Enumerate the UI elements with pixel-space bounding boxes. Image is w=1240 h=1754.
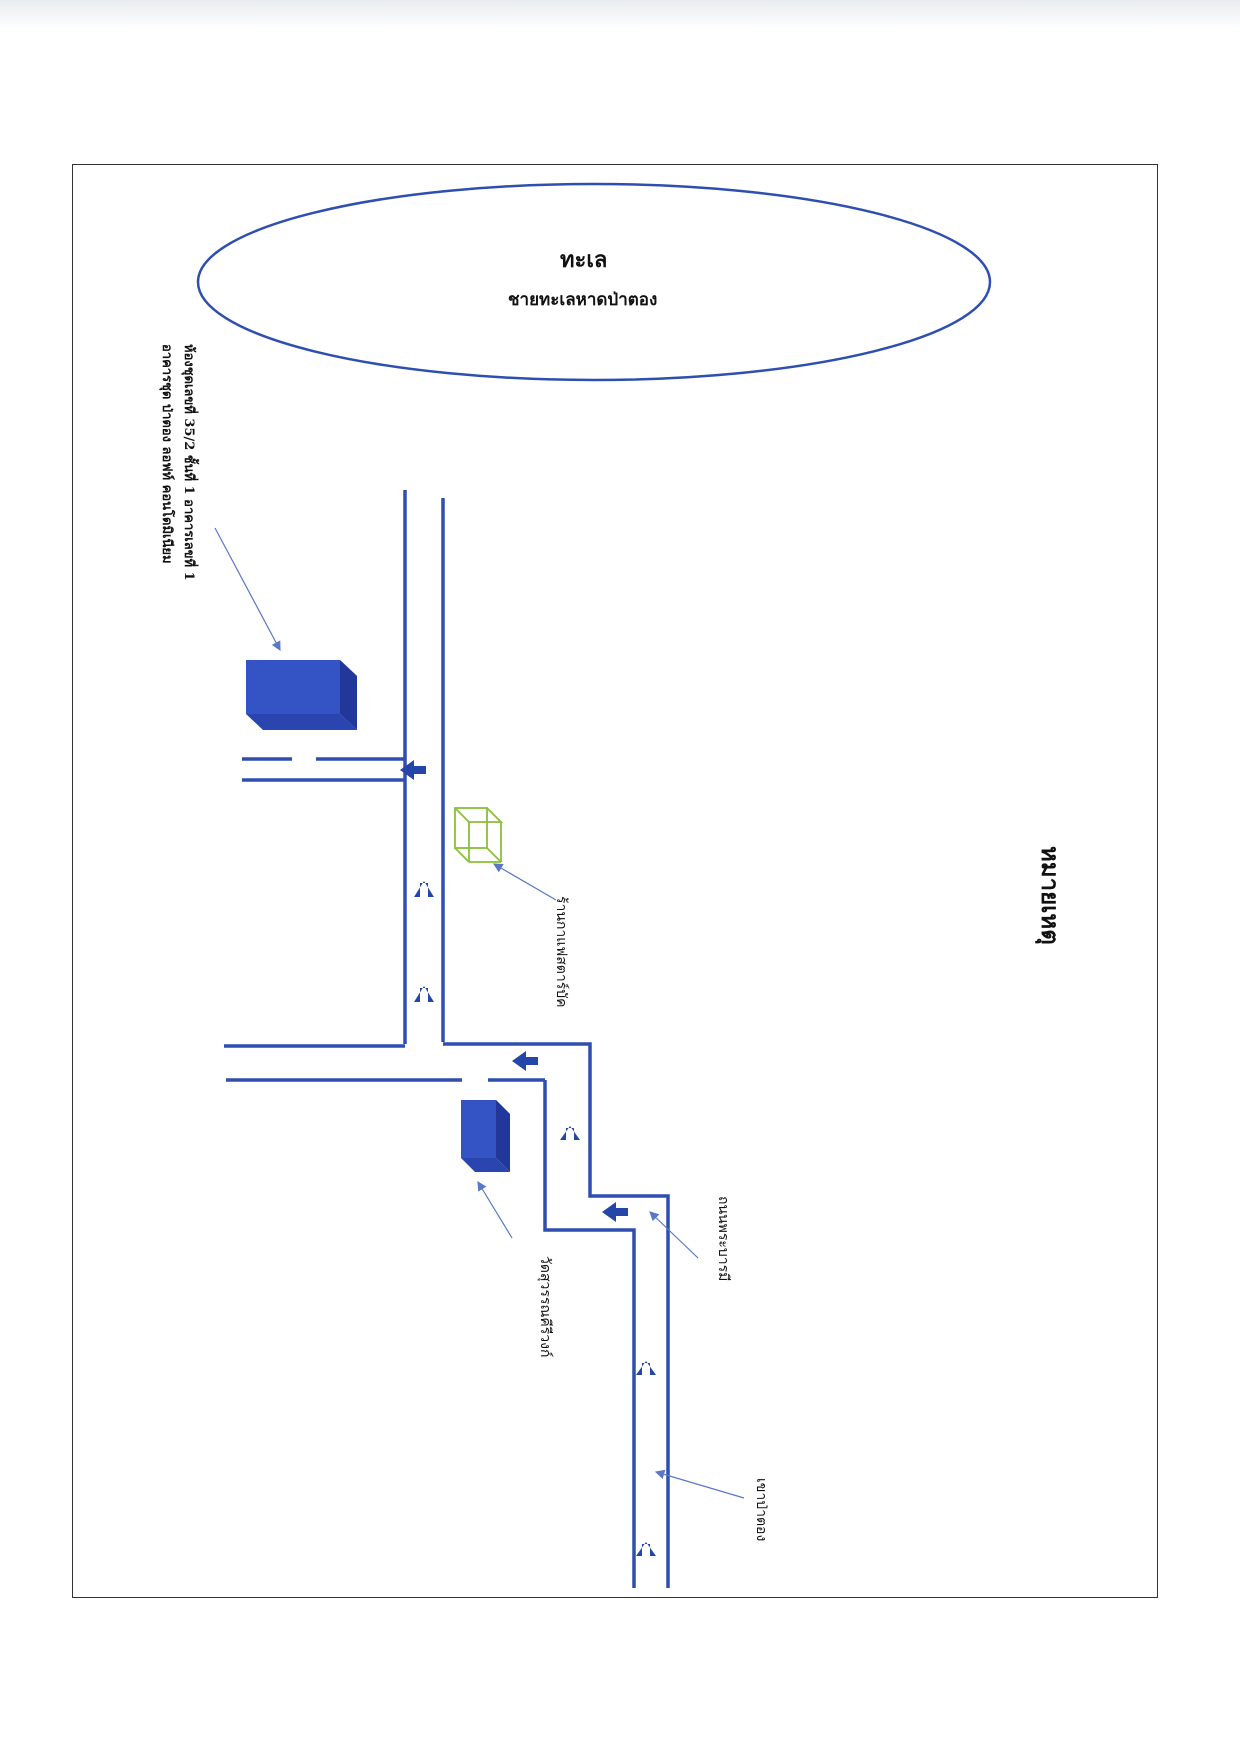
coffee-shop-icon xyxy=(454,807,504,863)
arrow-left-icon xyxy=(602,1202,628,1222)
condominium-building-icon xyxy=(246,660,357,730)
route-inner-edge xyxy=(543,1080,636,1588)
condo-label-line1: ห้องชุดเลขที่ 35/2 ชั้นที่ 1 อาคารเลขที่… xyxy=(181,344,196,581)
scan-edge xyxy=(0,0,1240,30)
leader-lines xyxy=(214,527,745,1499)
arrow-up-icon xyxy=(414,881,434,897)
arrow-up-icon xyxy=(636,1542,656,1556)
temple-label: วัดสุวรรณคีรีวงก์ xyxy=(537,1256,553,1358)
arrow-up-icon xyxy=(414,986,434,1002)
condo-label-line2: อาคารชุด ป่าตอง ลอฟท์ คอนโดมิเนียม xyxy=(159,344,174,564)
note-label: หมายเหตุ xyxy=(1036,846,1065,945)
arrow-up-icon xyxy=(560,1126,580,1140)
arrow-up-icon xyxy=(636,1361,656,1375)
sea-subtitle: ชายทะเลหาดป่าตอง xyxy=(508,290,658,310)
map-frame xyxy=(72,164,1158,1598)
leader-patong xyxy=(654,1469,745,1499)
arrow-left-icon xyxy=(512,1051,538,1071)
leader-shop xyxy=(492,863,557,901)
patong-road-label: เขาป่าตอง xyxy=(753,1478,769,1542)
shop-label: ร้านกาแฟสตาร์บัค xyxy=(553,896,569,1008)
arrow-left-icon xyxy=(400,760,426,780)
sea-title: ทะเล xyxy=(560,248,608,273)
leader-phrabarami xyxy=(649,1211,699,1259)
sea-ellipse xyxy=(196,182,992,382)
temple-building-icon xyxy=(461,1100,510,1172)
road-network xyxy=(224,490,670,1588)
leader-temple xyxy=(477,1180,513,1239)
phrabarami-road-label: ถนนพระบารมี xyxy=(715,1196,731,1282)
route-outer-edge xyxy=(443,1042,670,1588)
direction-arrows xyxy=(400,760,656,1556)
leader-condo xyxy=(214,527,281,652)
